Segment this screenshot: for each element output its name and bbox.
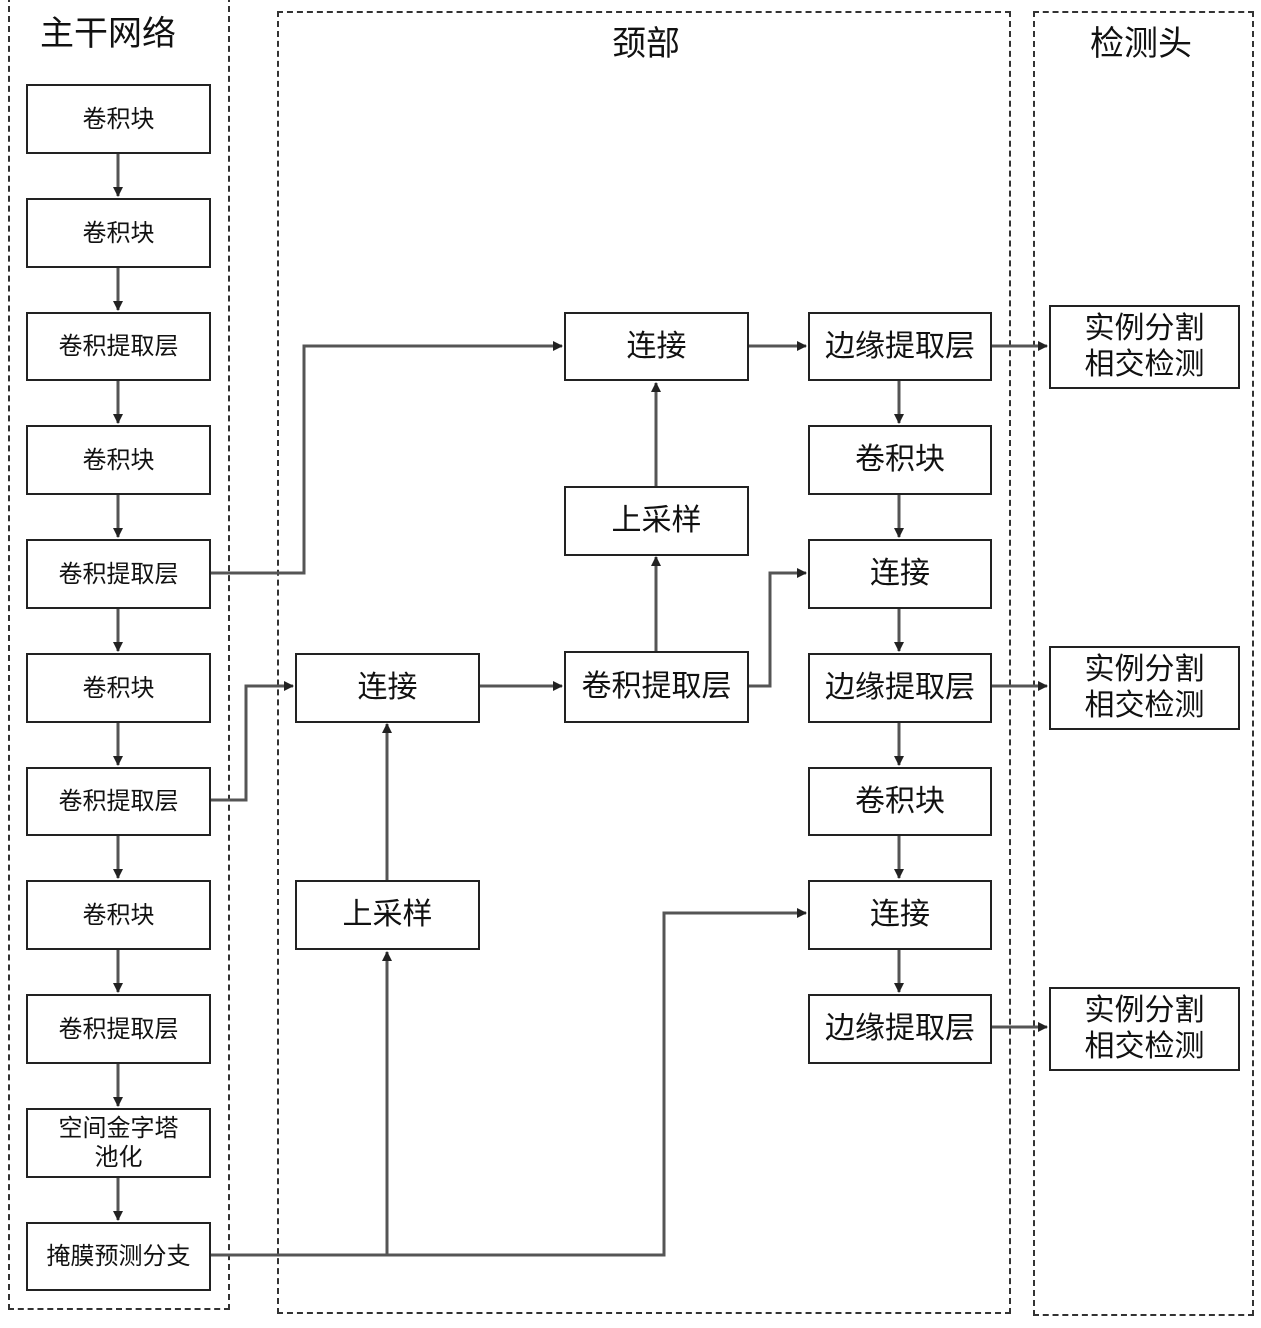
- head-output-2: 实例分割 相交检测: [1049, 646, 1240, 730]
- backbone-conv-block-4: 卷积块: [26, 653, 211, 723]
- backbone-conv-extract-4: 卷积提取层: [26, 994, 211, 1064]
- neck-upsample-mid: 上采样: [564, 486, 749, 556]
- neck-concat-3: 连接: [808, 880, 992, 950]
- head-output-1: 实例分割 相交检测: [1049, 305, 1240, 389]
- head-region: [1033, 11, 1254, 1316]
- neck-region: [277, 11, 1011, 1314]
- neck-edge-extract-3: 边缘提取层: [808, 994, 992, 1064]
- backbone-conv-block-2: 卷积块: [26, 198, 211, 268]
- backbone-mask-branch: 掩膜预测分支: [26, 1222, 211, 1291]
- neck-conv-extract: 卷积提取层: [564, 651, 749, 723]
- backbone-region: [8, 0, 230, 1310]
- head-title: 检测头: [1090, 24, 1192, 64]
- backbone-conv-extract-1: 卷积提取层: [26, 312, 211, 381]
- backbone-conv-extract-2: 卷积提取层: [26, 539, 211, 609]
- neck-upsample-left: 上采样: [295, 880, 480, 950]
- backbone-conv-extract-3: 卷积提取层: [26, 767, 211, 836]
- neck-conv-block-2: 卷积块: [808, 767, 992, 836]
- neck-concat-top: 连接: [564, 312, 749, 381]
- backbone-conv-block-3: 卷积块: [26, 425, 211, 495]
- backbone-conv-block-1: 卷积块: [26, 84, 211, 154]
- backbone-title: 主干网络: [40, 14, 176, 54]
- neck-title: 颈部: [612, 24, 680, 64]
- neck-concat-2: 连接: [808, 539, 992, 609]
- head-output-3: 实例分割 相交检测: [1049, 987, 1240, 1071]
- neck-conv-block-1: 卷积块: [808, 425, 992, 495]
- neck-edge-extract-2: 边缘提取层: [808, 653, 992, 723]
- neck-edge-extract-1: 边缘提取层: [808, 312, 992, 381]
- neck-concat-left: 连接: [295, 653, 480, 723]
- backbone-spp: 空间金字塔 池化: [26, 1108, 211, 1178]
- backbone-conv-block-5: 卷积块: [26, 880, 211, 950]
